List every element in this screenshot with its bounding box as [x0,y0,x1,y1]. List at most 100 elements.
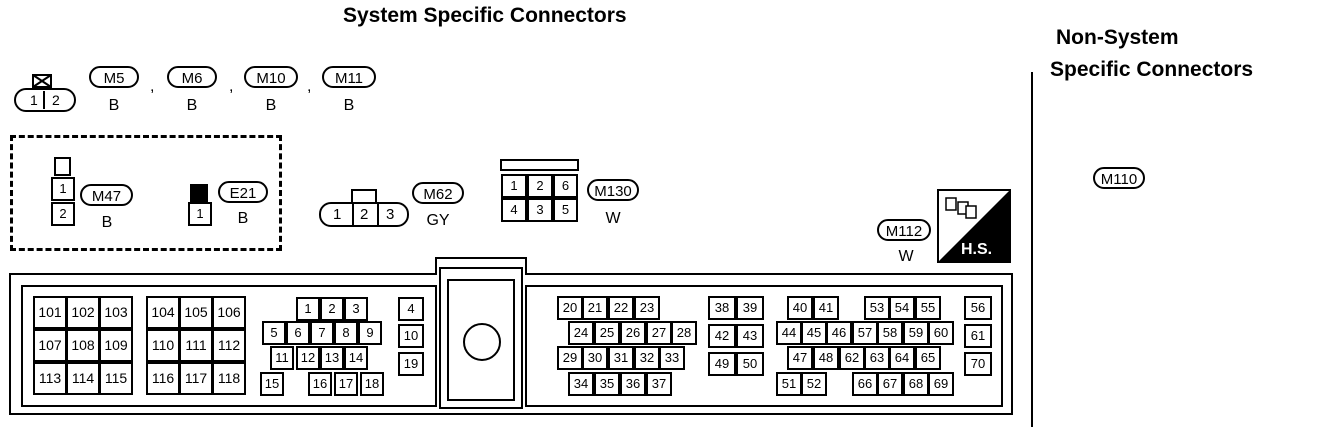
ecm-pin: 29 [557,346,583,370]
ecm-pin: 58 [877,321,903,345]
ecm-pin: 47 [787,346,813,370]
ecm-pin: 26 [620,321,646,345]
ecm-pin: 116 [146,362,180,395]
ecm-pin: 62 [839,346,865,370]
connector-color: B [343,97,355,114]
m130-pin: 3 [527,198,553,222]
ecm-pin: 43 [736,324,764,348]
ecm-pin: 66 [852,372,878,396]
ecm-pin: 65 [915,346,941,370]
connector-id-m62: M62 [412,182,464,204]
ecm-pin: 48 [813,346,839,370]
ecm-pin: 35 [594,372,620,396]
ecm-pin: 6 [286,321,310,345]
ecm-pin: 37 [646,372,672,396]
ecm-pin: 7 [310,321,334,345]
ecm-pin: 45 [801,321,827,345]
e21-pin: 1 [188,202,212,226]
hs-label: H.S. [961,241,993,258]
connector-color: B [237,210,249,227]
ecm-pin: 24 [568,321,594,345]
ecm-pin: 23 [634,296,660,320]
m130-pin: 4 [501,198,527,222]
ecm-pin: 55 [915,296,941,320]
ecm-pin: 31 [608,346,634,370]
ecm-pin: 13 [320,346,344,370]
ecm-pin: 38 [708,296,736,320]
ecm-pin: 49 [708,352,736,376]
ecm-pin: 1 [296,297,320,321]
m47-pin: 2 [51,202,75,226]
ecm-pin: 41 [813,296,839,320]
m130-pin: 1 [501,174,527,198]
separator: , [150,78,155,95]
optional-connectors-group [10,135,282,251]
ecm-pin: 67 [877,372,903,396]
pin-divider [352,204,354,225]
ecm-pin: 28 [671,321,697,345]
connector-id-m6: M6 [167,66,217,88]
ecm-pin: 8 [334,321,358,345]
ecm-pin: 59 [903,321,929,345]
connector-1-2: 1 2 [14,88,76,112]
ecm-pin: 105 [179,296,213,329]
ecm-pin: 39 [736,296,764,320]
connector-color: B [186,97,198,114]
connector-id-m10: M10 [244,66,298,88]
ecm-pin: 12 [296,346,320,370]
ecm-pin: 56 [964,296,992,320]
ecm-pin: 108 [66,329,100,362]
ecm-pin: 2 [320,297,344,321]
ecm-pin: 113 [33,362,67,395]
ecm-pin: 15 [260,372,284,396]
ecm-pin: 103 [99,296,133,329]
ecm-pin: 34 [568,372,594,396]
ecm-pin: 114 [66,362,100,395]
ecm-pin: 64 [889,346,915,370]
ecm-pin: 4 [398,297,424,321]
pin-label: 1 [30,92,38,108]
connector-color: B [108,97,120,114]
ecm-pin: 11 [270,346,294,370]
pin-divider [377,204,379,225]
ecm-pin: 9 [358,321,382,345]
ecm-pin: 70 [964,352,992,376]
connector-id-m112: M112 [877,219,931,241]
m130-pin: 6 [553,174,578,198]
m130-pin: 5 [553,198,578,222]
ecm-pin: 61 [964,324,992,348]
ecm-pin: 14 [344,346,368,370]
ecm-pin: 117 [179,362,213,395]
ecm-pin: 102 [66,296,100,329]
ecm-pin: 57 [852,321,878,345]
ecm-pin: 68 [903,372,929,396]
ecm-pin: 27 [646,321,672,345]
ecm-pin: 19 [398,352,424,376]
ecm-pin: 53 [864,296,890,320]
pin-label: 3 [386,206,395,223]
ecm-pin: 18 [360,372,384,396]
ecm-pin: 107 [33,329,67,362]
non-system-title-line1: Non-System [1056,26,1179,49]
ecm-pin: 104 [146,296,180,329]
ecm-pin: 109 [99,329,133,362]
connector-id-m47: M47 [80,184,133,206]
connector-id-m130: M130 [587,179,639,201]
ecm-pin: 17 [334,372,358,396]
ecm-pin: 54 [889,296,915,320]
pin-label: 2 [52,92,60,108]
ecm-pin: 115 [99,362,133,395]
ecm-pin: 16 [308,372,332,396]
separator: , [229,78,234,95]
ecm-pin: 30 [582,346,608,370]
ecm-pin: 51 [776,372,802,396]
ecm-pin: 25 [594,321,620,345]
connector-color: GY [426,212,450,229]
section-divider [1031,72,1033,427]
ecm-pin: 52 [801,372,827,396]
ecm-pin: 69 [928,372,954,396]
m130-pin: 2 [527,174,553,198]
non-system-title-line2: Specific Connectors [1050,58,1254,81]
ecm-pin: 36 [620,372,646,396]
ecm-pin: 110 [146,329,180,362]
